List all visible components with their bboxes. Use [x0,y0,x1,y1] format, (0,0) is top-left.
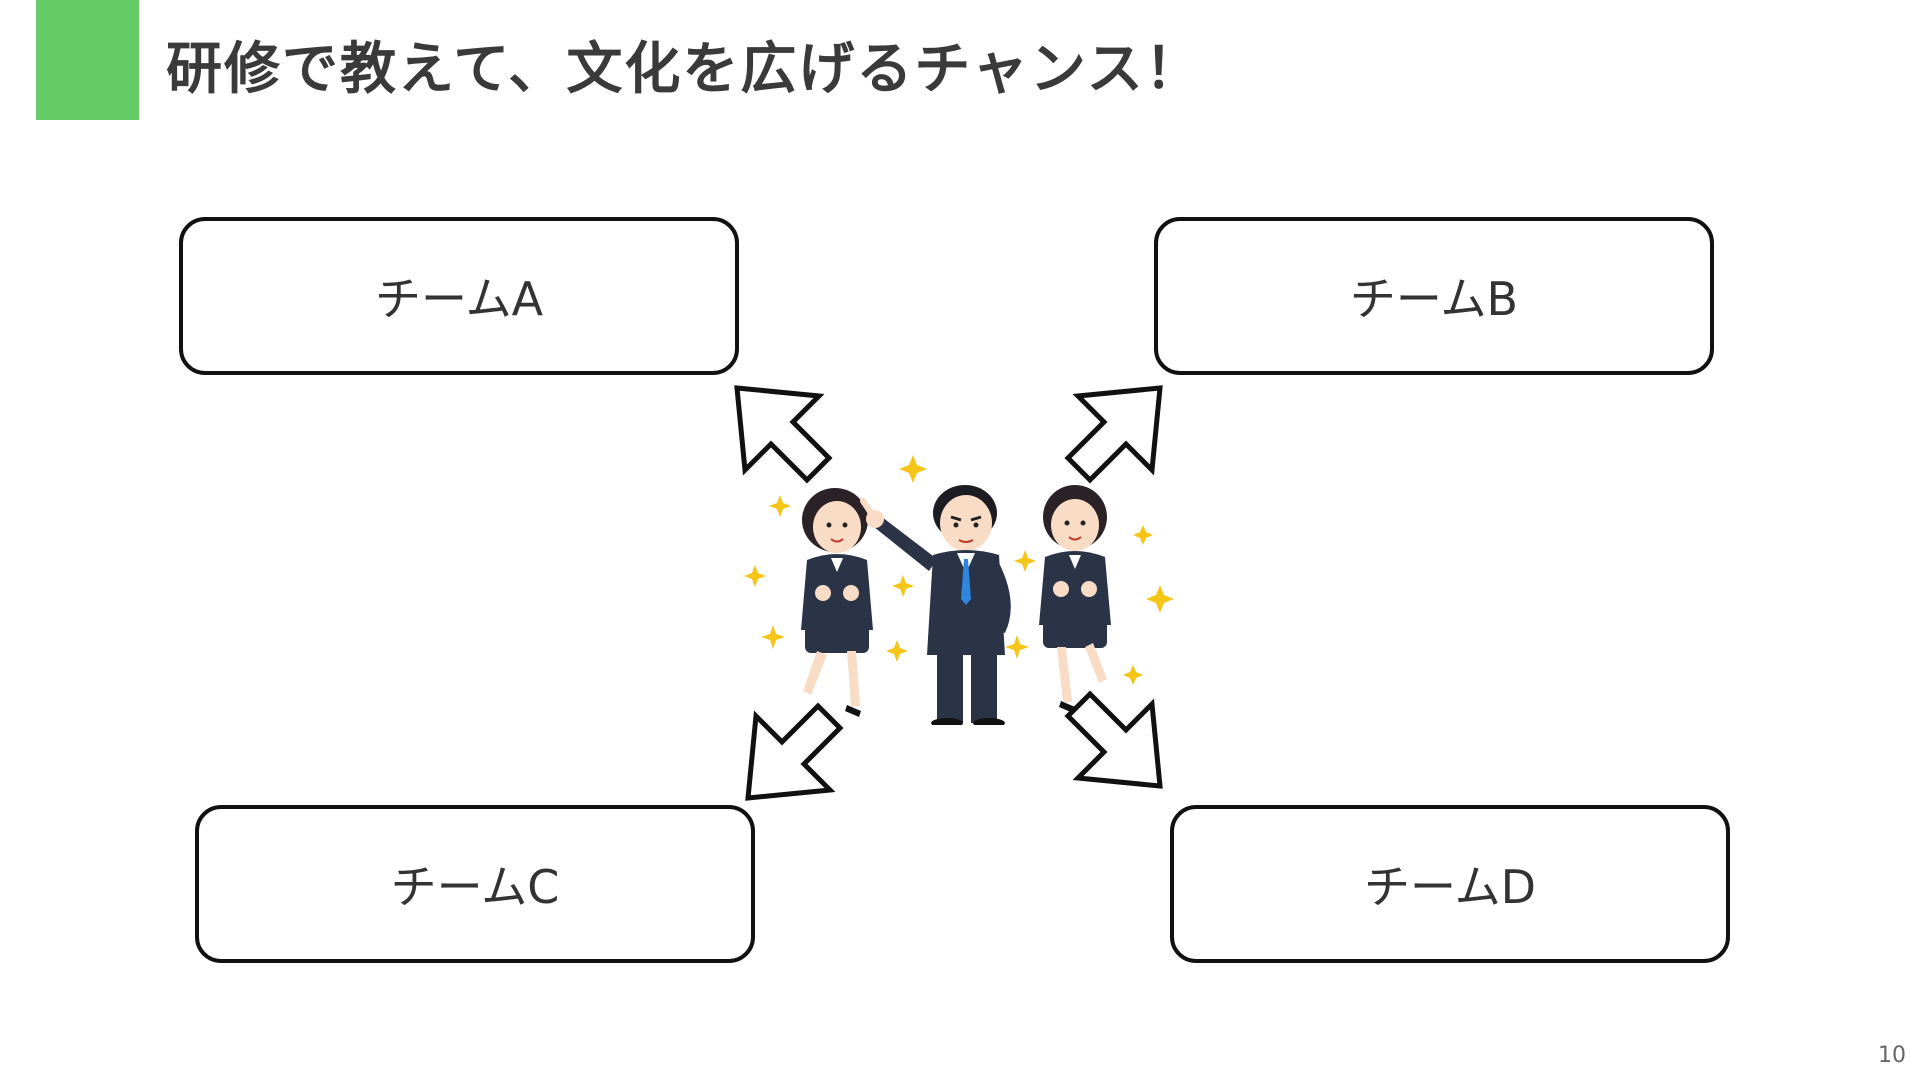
page-number: 10 [1878,1043,1906,1068]
team-a-label: チームA [374,272,544,326]
team-a-box: チームA [179,217,739,375]
team-c-box: チームC [195,805,755,963]
title-accent-bar [36,0,139,120]
woman-left-figure [801,488,873,717]
page-title: 研修で教えて、文化を広げるチャンス！ [166,37,1203,102]
woman-right-figure [1039,485,1111,713]
man-center-figure [860,485,1011,725]
team-b-label: チームB [1349,272,1519,326]
team-d-box: チームD [1170,805,1730,963]
team-d-label: チームD [1363,860,1537,914]
team-b-box: チームB [1154,217,1714,375]
business-people-illustration [744,455,1174,725]
team-c-label: チームC [390,860,560,914]
sparkles [744,455,1174,685]
